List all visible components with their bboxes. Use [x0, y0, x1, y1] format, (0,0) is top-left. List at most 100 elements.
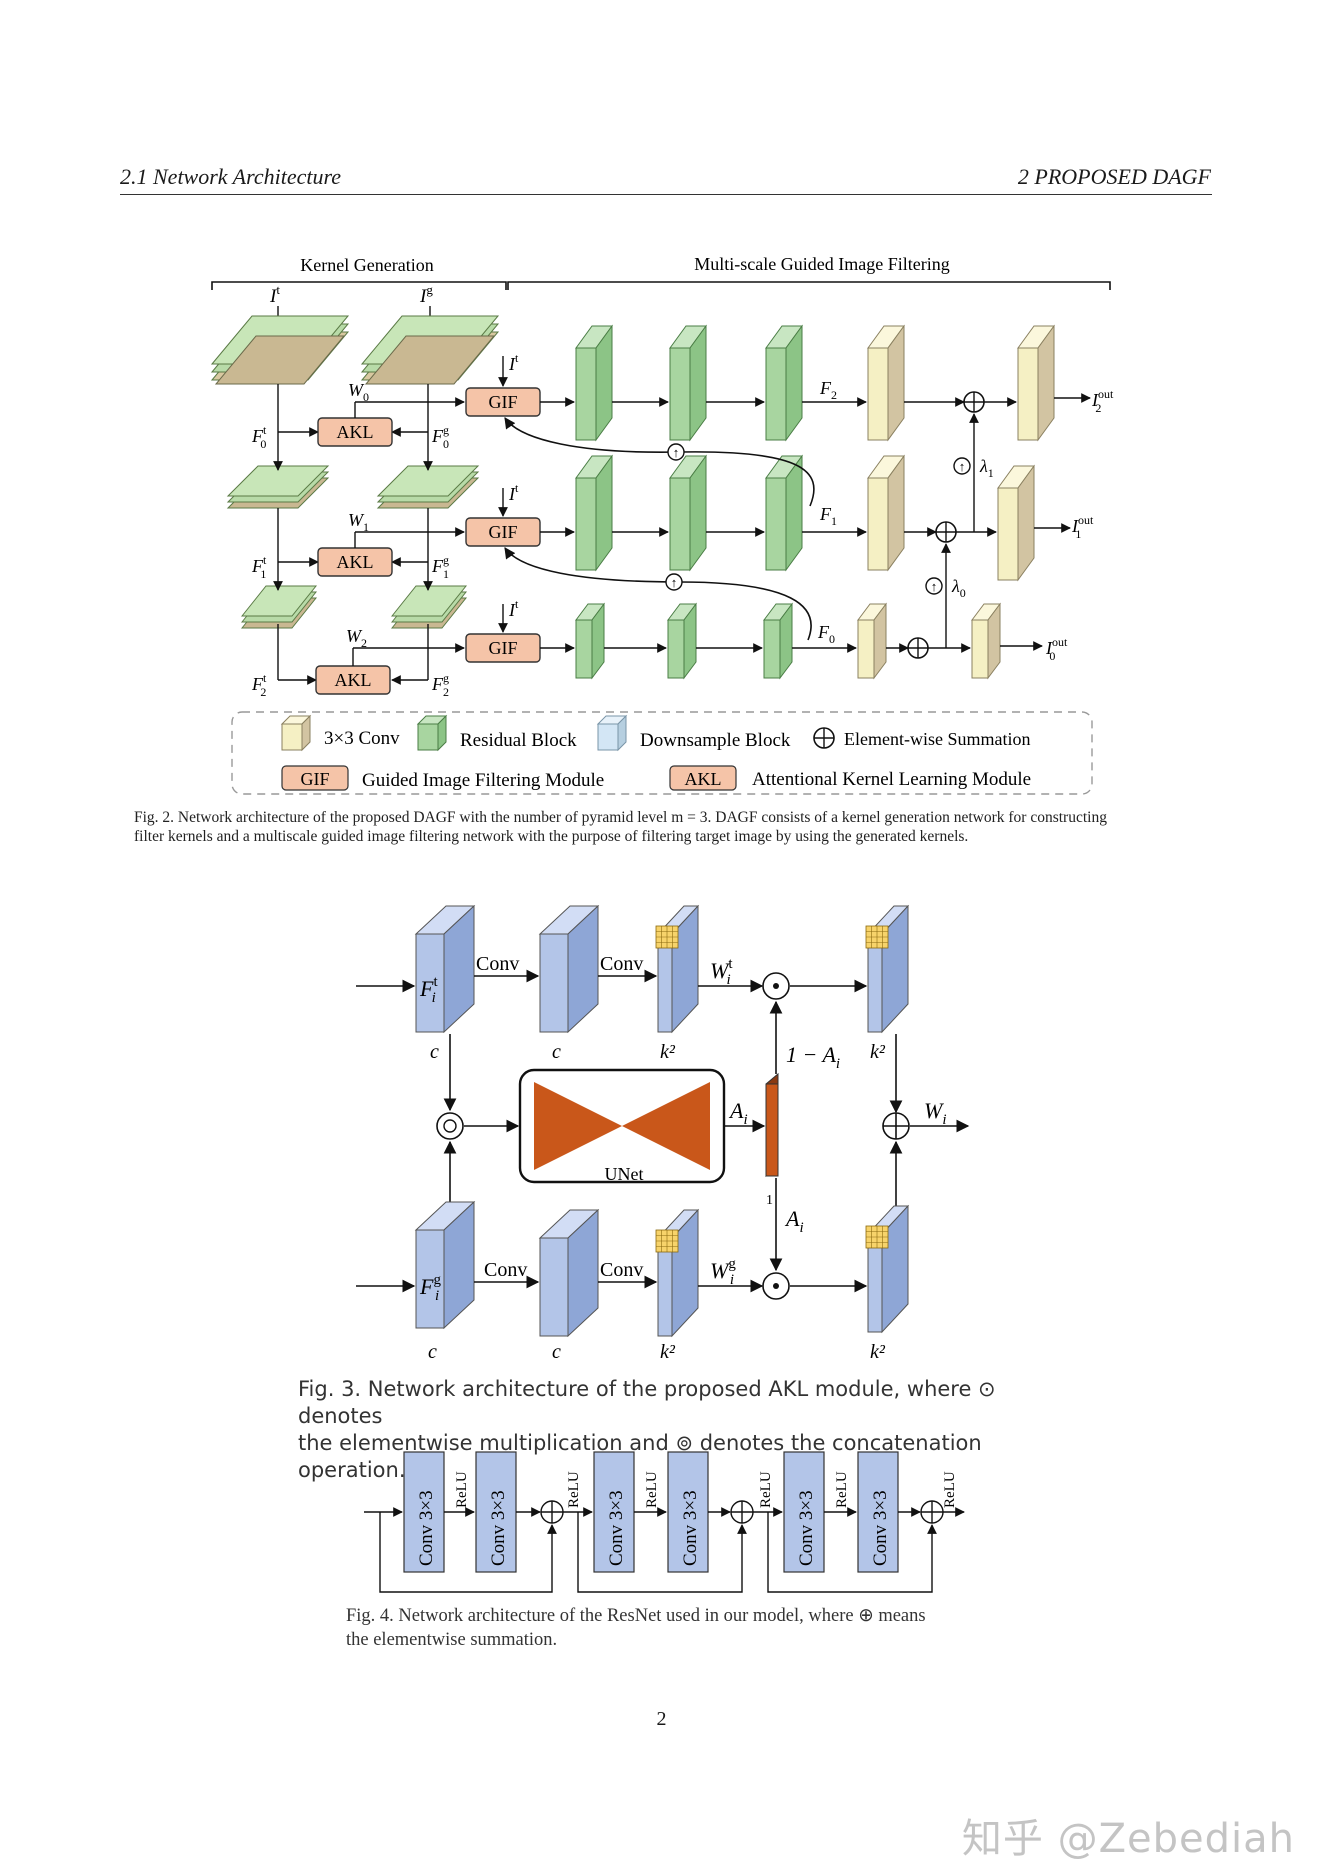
resnet-conv-1-label: Conv 3×3 [416, 1490, 437, 1566]
akl-conv-label-g2: Conv [600, 1259, 643, 1281]
akl-attention-map [765, 1072, 779, 1178]
conv-block-r2-2 [971, 603, 1001, 679]
resnet-conv-6-label: Conv 3×3 [870, 1490, 891, 1566]
conv-block-r0-2 [1017, 325, 1055, 441]
legend-conv-icon [280, 714, 312, 752]
akl-guide-kernel-block [657, 1209, 699, 1337]
legend-akl-icon [669, 765, 737, 791]
input-guide: Ig [419, 282, 433, 307]
akl-output-weight: Wi [924, 1098, 947, 1128]
resnet-relu-5: ReLU [834, 1471, 850, 1508]
fig4-caption: Fig. 4. Network architecture of the ResN… [346, 1604, 1026, 1652]
gif-label-0: GIF [488, 392, 517, 412]
gif-input-0: It [508, 351, 519, 374]
guide-encoder-block-0 [361, 315, 499, 385]
gif-input-1: It [508, 481, 519, 504]
akl-guide-weighted-grid [865, 1225, 889, 1249]
unet-decoder-shape [622, 1082, 710, 1170]
legend-sum-label: Element-wise Summation [844, 729, 1030, 749]
unet-encoder-shape [534, 1082, 622, 1170]
legend-akl-icon-label: AKL [685, 769, 722, 789]
akl-guide-weighted-block [867, 1205, 909, 1333]
fig2-caption: Fig. 2. Network architecture of the prop… [134, 808, 1214, 846]
conv-block-r0-1 [867, 325, 905, 441]
akl-target-weighted-grid [865, 925, 889, 949]
gif-input-2: It [508, 597, 519, 620]
akl-target-kernel-block [657, 905, 699, 1033]
resnet-relu-4: ReLU [758, 1471, 774, 1508]
upsample-lambda1-icon [953, 457, 971, 475]
akl-guide-conv-block [539, 1209, 599, 1337]
upsample-lambda0-icon [925, 577, 943, 595]
guide-encoder-block-1 [377, 465, 479, 509]
filtered-feature-0: F0 [817, 622, 835, 646]
fig2-caption-line2: filter kernels and a multiscale guided i… [134, 828, 969, 845]
akl-label-0: AKL [337, 422, 374, 442]
akl-attention-channel-1: 1 [766, 1193, 773, 1208]
resnet-relu-2: ReLU [566, 1471, 582, 1508]
lambda-1: λ1 [979, 456, 994, 480]
resnet-relu-3: ReLU [644, 1471, 660, 1508]
fig4-resnet-diagram: Conv 3×3 ReLU Conv 3×3 ReLU Conv 3×3 ReL… [364, 1451, 965, 1593]
target-encoder-block-0 [211, 315, 349, 385]
upsample-path-0-glyph: ↑ [673, 445, 680, 460]
residual-block-r1-3 [765, 455, 803, 571]
resnet-relu-1: ReLU [454, 1471, 470, 1508]
residual-block-r0-3 [765, 325, 803, 441]
kernel-weight-2: W2 [346, 626, 367, 650]
lambda-0: λ0 [951, 576, 966, 600]
legend-conv-label: 3×3 Conv [324, 728, 400, 749]
page-number: 2 [656, 1708, 667, 1730]
legend-residual-label: Residual Block [460, 730, 577, 751]
watermark: 知乎 @Zebediah [961, 1816, 1295, 1862]
resnet-relu-6: ReLU [942, 1471, 958, 1508]
residual-block-r2-2 [667, 603, 697, 679]
conv-block-r1-2 [997, 465, 1035, 581]
akl-channel-c-1: c [430, 1041, 439, 1063]
upsample-lambda1-glyph: ↑ [959, 459, 966, 474]
akl-channel-c-3: c [428, 1341, 437, 1363]
akl-target-weighted-block [867, 905, 909, 1033]
resnet-conv-4 [667, 1451, 709, 1573]
gif-label-2: GIF [488, 638, 517, 658]
akl-one-minus-attention: 1 − Ai [786, 1042, 840, 1072]
akl-label-1: AKL [337, 552, 374, 572]
resnet-conv-3 [593, 1451, 635, 1573]
gif-label-1: GIF [488, 522, 517, 542]
akl-channel-k2-1: k² [660, 1041, 676, 1063]
resnet-conv-5-label: Conv 3×3 [796, 1490, 817, 1566]
header-rule [120, 194, 1212, 195]
akl-conv-label-g1: Conv [484, 1259, 527, 1281]
fig2-caption-line1: Fig. 2. Network architecture of the prop… [134, 809, 1107, 826]
legend-downsample-icon [596, 714, 628, 752]
upsample-path-0-icon [667, 443, 685, 461]
akl-target-kernel-grid [655, 925, 679, 949]
residual-block-r0-2 [669, 325, 707, 441]
conv-block-r2-1 [857, 603, 887, 679]
akl-channel-k2-4: k² [870, 1341, 886, 1363]
akl-target-conv-block [539, 905, 599, 1033]
residual-block-r1-2 [669, 455, 707, 571]
filtered-feature-2: F2 [819, 378, 837, 402]
legend-gif-icon-label: GIF [300, 769, 329, 789]
akl-conv-label-t2: Conv [600, 953, 643, 975]
svg-text:It: It [269, 282, 280, 307]
akl-attention-label-2: Ai [784, 1206, 804, 1236]
fig3-caption: Fig. 3. Network architecture of the prop… [298, 1376, 1058, 1484]
upsample-path-1-icon [665, 573, 683, 591]
fig4-caption-line1: Fig. 4. Network architecture of the ResN… [346, 1606, 926, 1626]
running-header-section: 2.1 Network Architecture [120, 164, 341, 189]
kernel-generation-brace [211, 281, 507, 290]
resnet-conv-3-label: Conv 3×3 [606, 1490, 627, 1566]
resnet-conv-2-label: Conv 3×3 [488, 1490, 509, 1566]
